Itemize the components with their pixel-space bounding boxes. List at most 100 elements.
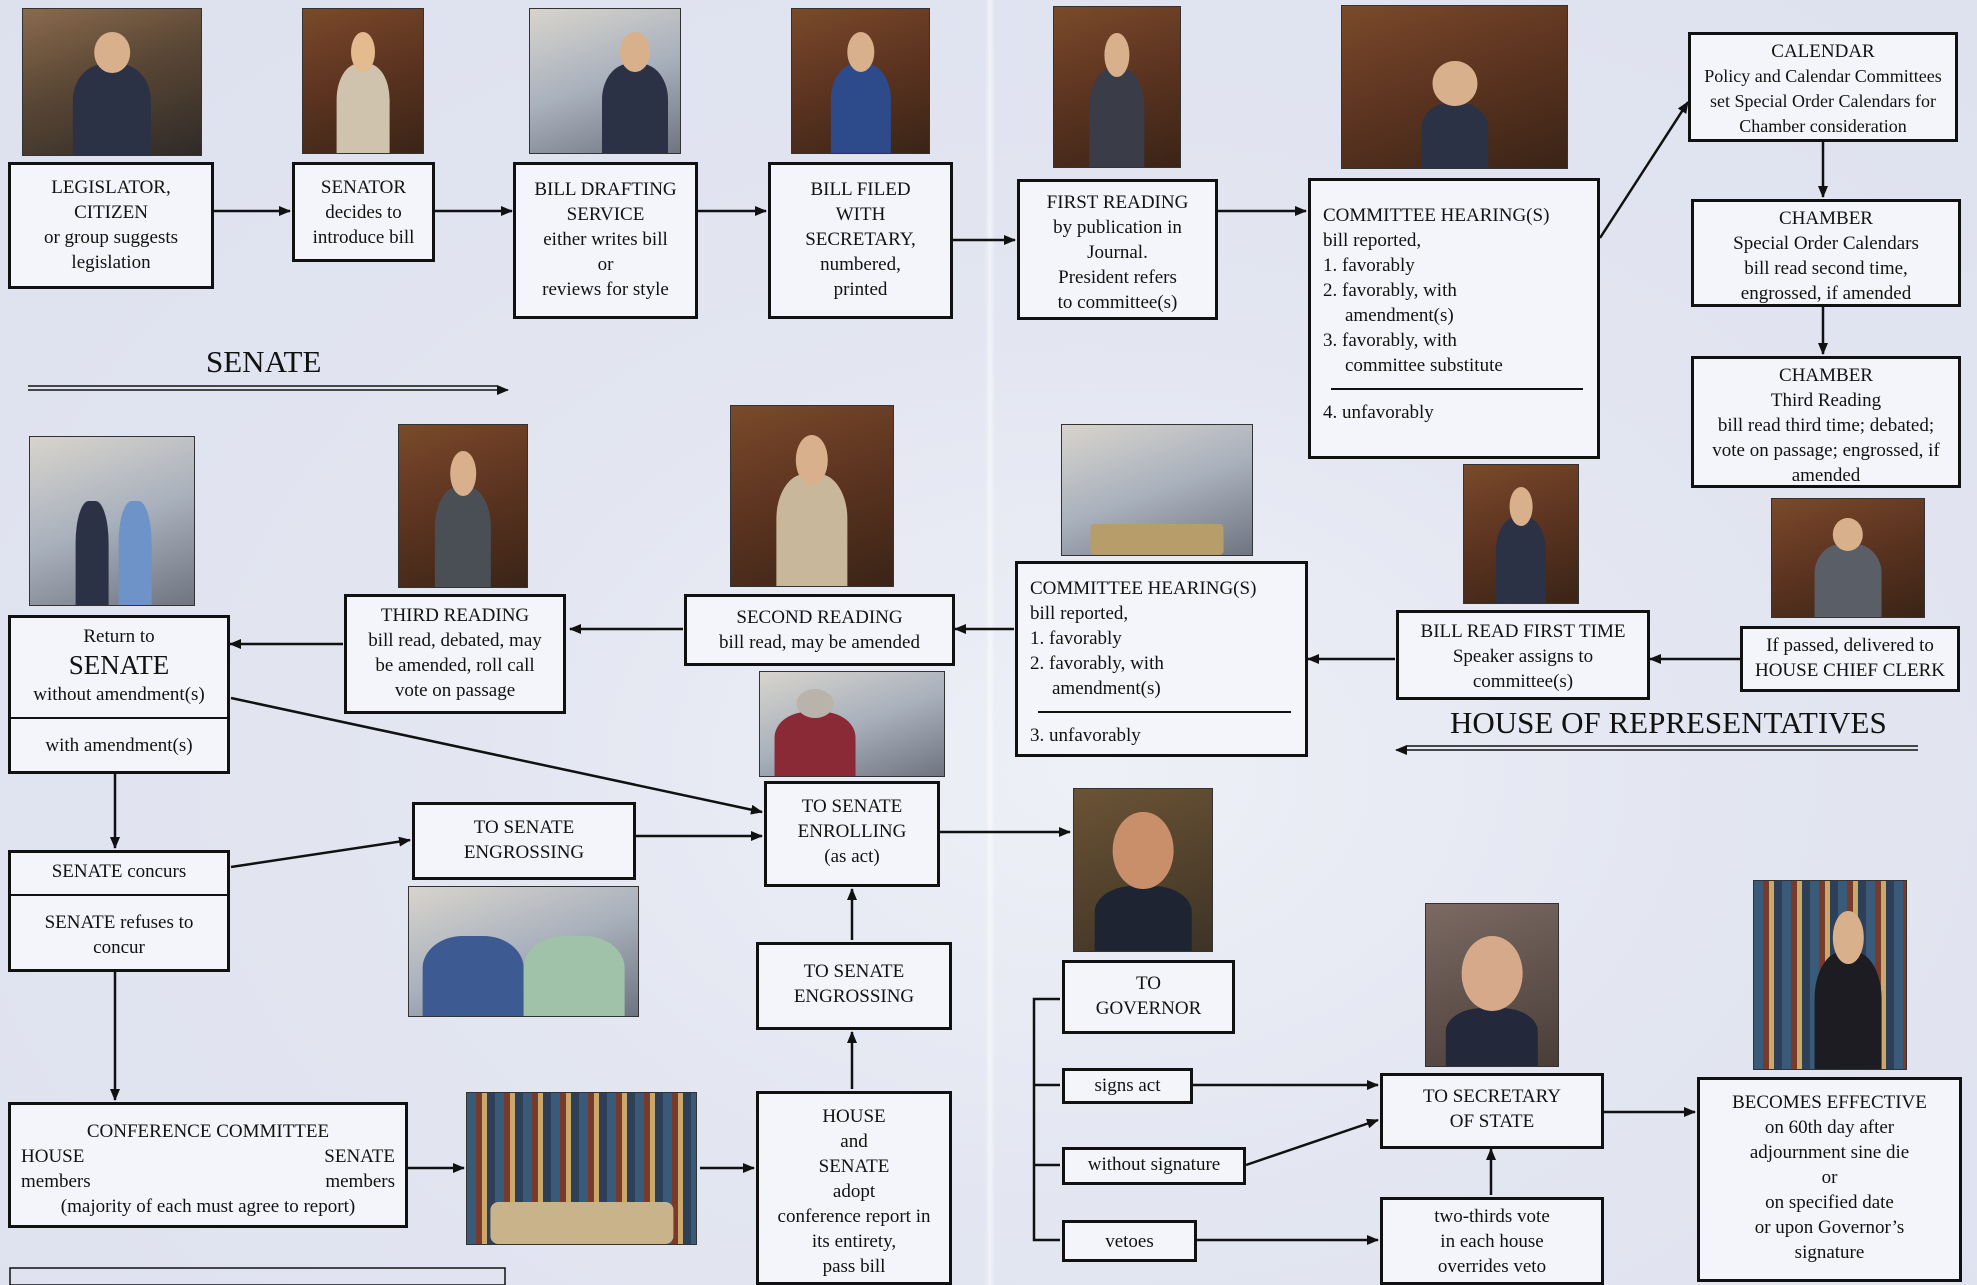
first-reading-line-4: President refers (1058, 267, 1177, 288)
adopt-line-4: adopt (832, 1181, 876, 1202)
senate-committee-unfavorable: 4. unfavorably (1323, 402, 1434, 423)
box-senate-committee-hearing: COMMITTEE HEARING(S) bill reported, 1. f… (1308, 178, 1600, 459)
first-reading-line-2: by publication in (1053, 217, 1182, 238)
return-line-1: Return to (83, 626, 155, 647)
clerk-head (1832, 517, 1864, 551)
governor-line-2: GOVERNOR (1095, 998, 1202, 1019)
walker-figure-2 (118, 500, 152, 605)
speaker-head (795, 434, 829, 486)
box-house-chief-clerk: If passed, delivered to HOUSE CHIEF CLER… (1740, 626, 1960, 692)
reader-effective-head (1833, 911, 1864, 964)
senator-line-3: introduce bill (312, 227, 415, 248)
bottom-frame (9, 1267, 506, 1285)
box-return-to-senate: Return to SENATE without amendment(s) wi… (8, 615, 230, 774)
box-to-senate-enrolling: TO SENATE ENROLLING (as act) (764, 781, 940, 887)
speaker-house-figure (1495, 517, 1547, 603)
house-committee-line-4: amendment(s) (1052, 678, 1161, 699)
drafter-figure (602, 63, 668, 153)
vetoes-label: vetoes (1105, 1231, 1154, 1252)
house-committee-title: COMMITTEE HEARING(S) (1030, 578, 1257, 599)
conference-senate-members: members (325, 1171, 395, 1192)
house-committee-line-3: 2. favorably, with (1030, 653, 1164, 674)
enrolling-head (796, 688, 834, 718)
without-signature-label: without signature (1087, 1154, 1221, 1175)
adopt-line-6: its entirety, (811, 1231, 897, 1252)
box-house-senate-adopt: HOUSE and SENATE adopt conference report… (756, 1091, 952, 1285)
filed-line-2: WITH (835, 204, 886, 225)
first-reading-line-3: Journal. (1087, 242, 1148, 263)
engrossing-figure-2 (523, 936, 625, 1016)
third-reading-line-4: vote on passage (394, 680, 516, 701)
senate-refuses-line-1: SENATE refuses to (44, 912, 194, 933)
chamber2-line-4: engrossed, if amended (1740, 283, 1912, 304)
senate-label: SENATE (206, 344, 322, 379)
engrossing-a-line-1: TO SENATE (473, 817, 575, 838)
legislator-line-2: CITIZEN (74, 202, 148, 223)
secretary-state-head (1461, 936, 1523, 1011)
senator-head (351, 32, 375, 73)
governor-line-1: TO (1136, 973, 1161, 994)
speaker-figure (776, 474, 848, 586)
effective-line-1: BECOMES EFFECTIVE (1732, 1092, 1927, 1113)
speaker-house-head (1509, 487, 1533, 526)
effective-line-4: or (1821, 1167, 1838, 1188)
filed-line-1: BILL FILED (810, 179, 911, 200)
enrolling-line-3: (as act) (824, 846, 880, 867)
box-chamber-third: CHAMBER Third Reading bill read third ti… (1691, 356, 1961, 488)
two-thirds-line-2: in each house (1440, 1231, 1544, 1252)
senate-concurs-label: SENATE concurs (51, 861, 187, 882)
secretary-head (846, 32, 875, 73)
photo-house-committee (1061, 424, 1253, 556)
drafting-line-1: BILL DRAFTING (534, 179, 677, 200)
box-second-reading: SECOND READING bill read, may be amended (684, 594, 955, 666)
filed-line-3: SECRETARY, (805, 229, 916, 250)
conference-senate-col: SENATE members (324, 1144, 395, 1194)
engrossing-b-line-1: TO SENATE (803, 961, 905, 982)
audience-figure (1090, 523, 1224, 555)
conference-members-row: HOUSE members SENATE members (17, 1144, 399, 1194)
photo-second-reading (730, 405, 894, 587)
conference-title: CONFERENCE COMMITTEE (86, 1121, 330, 1142)
photo-return-senate (29, 436, 195, 606)
filed-line-5: printed (833, 279, 888, 300)
secretary-state-figure (1445, 1007, 1539, 1066)
photo-bill-drafting (529, 8, 681, 154)
conference-house-col: HOUSE members (21, 1144, 91, 1194)
third-reading-figure (434, 486, 492, 587)
photo-conference (466, 1092, 697, 1245)
photo-engrossing (408, 886, 639, 1017)
photo-first-reading (1053, 6, 1181, 168)
box-senate-concurs: SENATE concurs SENATE refuses to concur (8, 850, 230, 972)
walker-figure (75, 500, 109, 605)
legislator-head (94, 32, 130, 74)
drafter-head (620, 32, 650, 73)
box-to-governor: TO GOVERNOR (1062, 960, 1235, 1034)
committee-head (1432, 61, 1477, 107)
photo-bill-filed (791, 8, 930, 154)
third-reading-head (450, 450, 476, 497)
two-thirds-line-3: overrides veto (1437, 1256, 1547, 1277)
two-thirds-line-1: two-thirds vote (1434, 1206, 1550, 1227)
adopt-line-7: pass bill (822, 1256, 886, 1277)
adopt-line-1: HOUSE (822, 1106, 886, 1127)
engrossing-b-line-2: ENGROSSING (793, 986, 915, 1007)
house-committee-line-1: bill reported, (1030, 603, 1129, 624)
photo-house-first (1463, 464, 1579, 604)
enrolling-figure (774, 711, 856, 776)
effective-line-5: on specified date (1765, 1192, 1894, 1213)
photo-third-reading-senate (398, 424, 528, 588)
reader-head (1104, 32, 1130, 78)
house-committee-line-2: 1. favorably (1030, 628, 1122, 649)
filed-line-4: numbered, (820, 254, 901, 275)
reader-figure (1089, 67, 1145, 167)
governor-figure (1094, 886, 1192, 951)
conference-note: (majority of each must agree to report) (60, 1196, 356, 1217)
legislator-line-1: LEGISLATOR, (51, 177, 171, 198)
box-chamber-second: CHAMBER Special Order Calendars bill rea… (1691, 199, 1961, 307)
conference-senate: SENATE (324, 1146, 395, 1167)
box-vetoes: vetoes (1062, 1220, 1197, 1262)
first-reading-line-5: to committee(s) (1057, 292, 1178, 313)
chamber3-line-4: vote on passage; engrossed, if (1712, 440, 1940, 461)
return-divider (11, 717, 227, 719)
